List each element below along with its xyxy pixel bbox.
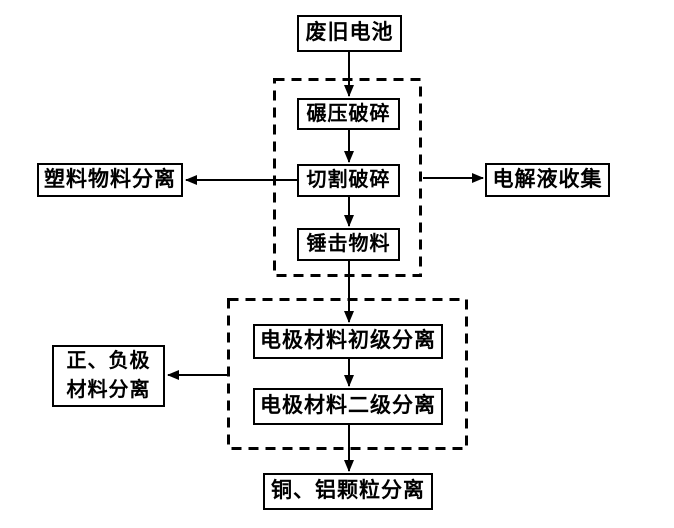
node-copper-aluminum-particle-separation: 铜、铝颗粒分离 bbox=[263, 473, 433, 510]
node-roll-crushing: 碾压破碎 bbox=[297, 98, 400, 130]
node-plastic-material-separation: 塑料物料分离 bbox=[37, 163, 183, 197]
node-electrode-primary-separation: 电极材料初级分离 bbox=[253, 324, 443, 359]
dashed-group-crushing bbox=[273, 78, 422, 277]
posneg-label-line1: 正、负极 bbox=[66, 350, 151, 372]
dashed-group-separation bbox=[227, 298, 468, 450]
node-electrode-secondary-separation: 电极材料二级分离 bbox=[253, 388, 443, 425]
posneg-label-line2: 材料分离 bbox=[66, 379, 151, 401]
node-cut-crushing: 切割破碎 bbox=[297, 164, 400, 197]
node-waste-battery: 废旧电池 bbox=[297, 15, 402, 52]
node-hammer-material: 锤击物料 bbox=[297, 228, 400, 261]
node-electrolyte-collection: 电解液收集 bbox=[485, 163, 610, 197]
node-positive-negative-material-separation: 正、负极 材料分离 bbox=[52, 345, 165, 407]
